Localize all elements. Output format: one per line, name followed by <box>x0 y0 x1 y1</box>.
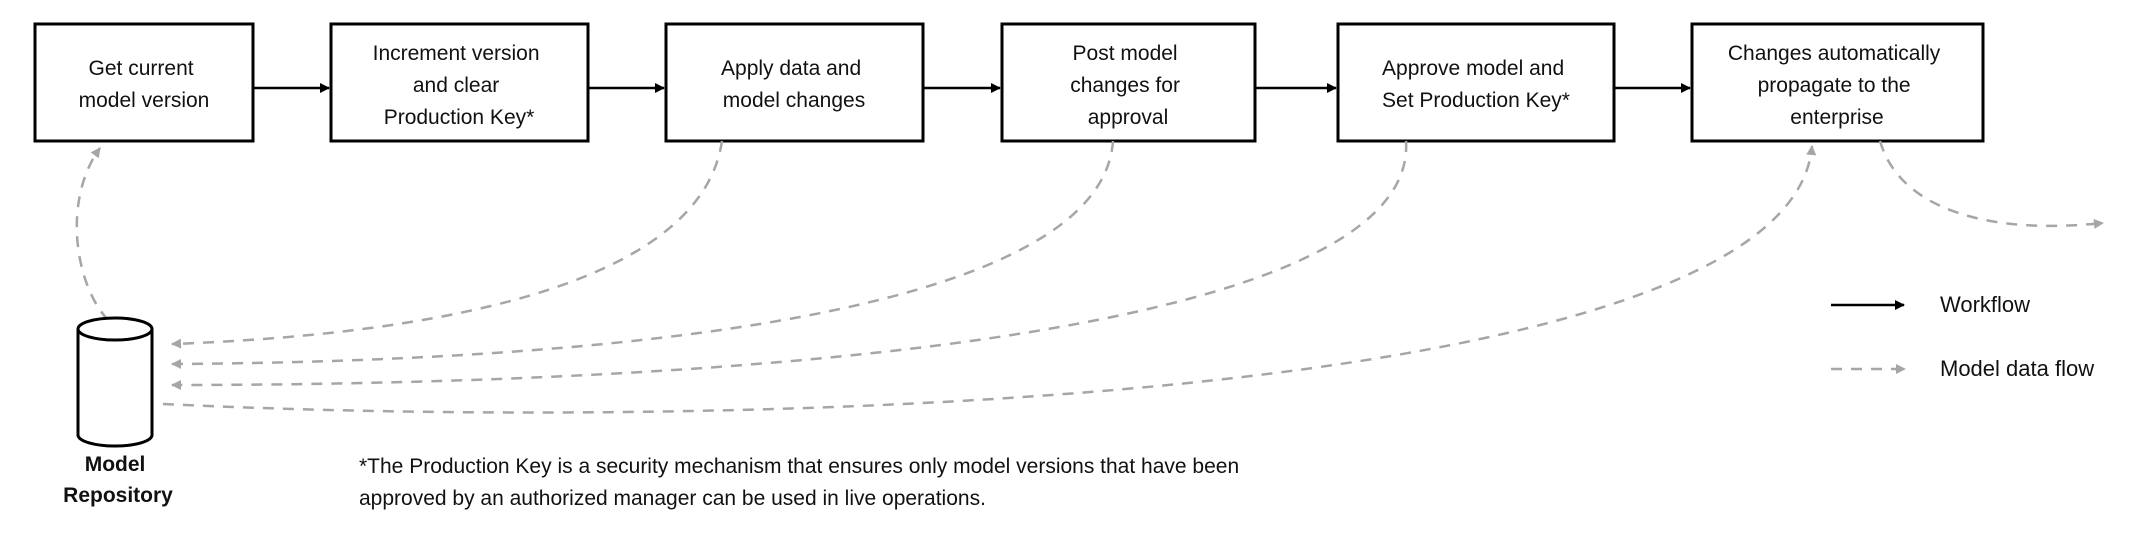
step-1-line-1: Get current <box>89 57 194 80</box>
step-2-line-2: and clear <box>413 74 499 97</box>
step-1-line-2: model version <box>79 89 210 112</box>
step-2-line-1: Increment version <box>373 42 540 65</box>
data-flow-step-3-to-repo <box>171 140 724 349</box>
step-6-line-2: propagate to the <box>1758 74 1911 97</box>
repository-label-line-1: Model <box>85 453 146 476</box>
footnote: *The Production Key is a security mechan… <box>359 455 1245 510</box>
data-flow-repo-to-step-1 <box>75 147 109 321</box>
step-6-line-1: Changes automatically <box>1728 42 1941 65</box>
data-flow-step-6-outbound <box>1878 140 2104 229</box>
repository-label: Model Repository <box>63 453 173 507</box>
step-box-3: Apply data and model changes <box>664 22 925 143</box>
step-5-line-1: Approve model and <box>1382 57 1564 80</box>
data-flow-step-5-to-repo <box>171 140 1408 390</box>
data-flow-step-4-to-repo <box>171 140 1115 369</box>
step-3-line-2: model changes <box>723 89 865 112</box>
step-6-text: Changes automatically propagate to the e… <box>1728 42 1946 129</box>
step-5-line-2: Set Production Key* <box>1382 89 1570 112</box>
step-2-line-3: Production Key* <box>384 106 535 129</box>
step-4-text: Post model changes for approval <box>1070 42 1186 129</box>
data-flow-repo-to-step-6 <box>162 145 1817 414</box>
step-3-text: Apply data and model changes <box>721 57 867 112</box>
footnote-line-2: approved by an authorized manager can be… <box>359 487 986 510</box>
step-4-line-1: Post model <box>1073 42 1178 65</box>
model-repository-icon <box>76 316 154 448</box>
step-1-text: Get current model version <box>79 57 210 112</box>
step-box-4: Post model changes for approval <box>1000 22 1257 143</box>
step-4-line-2: changes for <box>1070 74 1180 97</box>
step-box-6: Changes automatically propagate to the e… <box>1690 22 1985 143</box>
step-box-5: Approve model and Set Production Key* <box>1336 22 1616 143</box>
step-4-line-3: approval <box>1088 106 1169 129</box>
step-2-text: Increment version and clear Production K… <box>373 42 546 129</box>
legend-workflow-label: Workflow <box>1940 292 2030 317</box>
step-box-1: Get current model version <box>33 22 255 143</box>
step-5-text: Approve model and Set Production Key* <box>1382 57 1570 112</box>
step-3-line-1: Apply data and <box>721 57 861 80</box>
step-6-line-3: enterprise <box>1790 106 1883 129</box>
legend: Workflow Model data flow <box>1831 292 2094 381</box>
repository-label-line-2: Repository <box>63 484 173 507</box>
legend-data-flow-label: Model data flow <box>1940 356 2094 381</box>
footnote-line-1: *The Production Key is a security mechan… <box>359 455 1239 478</box>
step-box-2: Increment version and clear Production K… <box>329 22 590 143</box>
